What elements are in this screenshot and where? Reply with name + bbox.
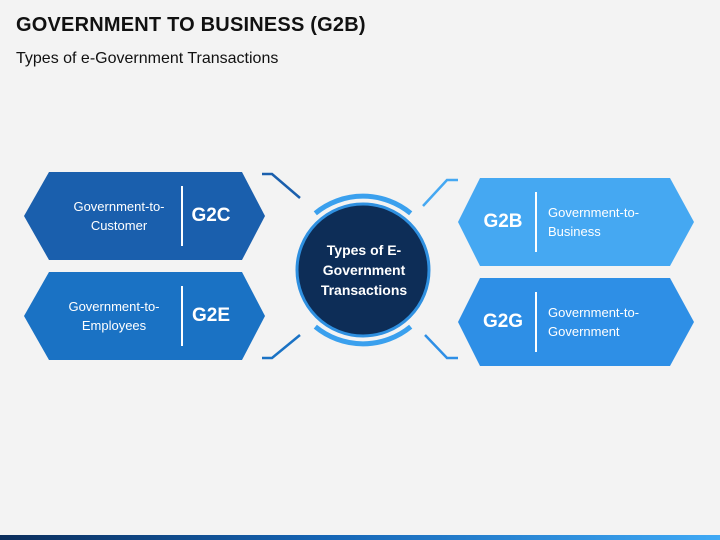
connector-g2e (262, 334, 301, 360)
item-label-g2c: Government-to-Customer (73, 199, 165, 233)
connector-g2b (422, 178, 458, 207)
page-subtitle: Types of e-Government Transactions (16, 50, 279, 67)
item-code-g2e: G2E (191, 305, 231, 326)
item-label-g2g: Government-to-Government (548, 305, 640, 339)
item-label-g2b: Government-to-Business (548, 205, 640, 239)
item-code-g2c: G2C (191, 205, 231, 226)
item-code-g2b: G2B (483, 211, 523, 232)
center-circle (295, 202, 431, 338)
connector-g2c (262, 172, 301, 199)
hexagon-g2c (24, 172, 265, 260)
footer-bar (0, 535, 720, 540)
ring-arc-top (313, 193, 413, 216)
center-label: Types of E-Government Transactions (320, 242, 408, 298)
hexagon-g2e (24, 272, 265, 360)
page-title: GOVERNMENT TO BUSINESS (G2B) (16, 14, 366, 36)
item-code-g2g: G2G (482, 311, 524, 332)
item-label-g2e: Government-to-Employees (68, 299, 160, 333)
hexagon-g2b (458, 178, 694, 266)
ring-arc-bottom (313, 324, 413, 347)
connector-g2g (424, 334, 458, 360)
hexagon-g2g (458, 278, 694, 366)
